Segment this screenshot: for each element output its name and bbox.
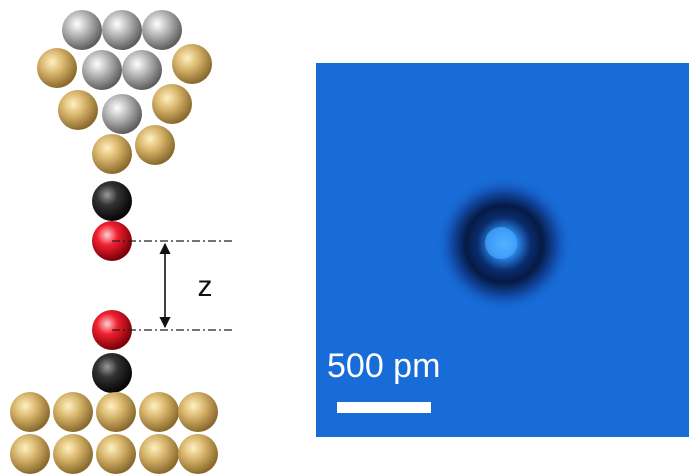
gold-atom — [139, 392, 179, 432]
distance-indicator: z — [112, 240, 232, 331]
gold-atom — [139, 434, 179, 474]
gold-atom — [92, 134, 132, 174]
gold-atom — [53, 434, 93, 474]
gray-atom — [102, 10, 142, 50]
gray-atom — [102, 94, 142, 134]
gold-atom — [96, 434, 136, 474]
distance-label: z — [198, 270, 213, 303]
black-atom — [92, 353, 132, 393]
surface-layer — [10, 392, 218, 474]
sample-molecule — [92, 310, 132, 393]
afm-center-bright — [485, 227, 517, 259]
gold-atom — [178, 434, 218, 474]
tip-cluster — [37, 10, 212, 261]
scale-bar-label: 500 pm — [327, 347, 440, 385]
black-atom — [92, 181, 132, 221]
gold-atom — [96, 392, 136, 432]
gold-atom — [10, 434, 50, 474]
gold-atom — [58, 90, 98, 130]
gold-atom — [152, 84, 192, 124]
gray-atom — [142, 10, 182, 50]
afm-image: 500 pm — [316, 63, 689, 437]
gold-atom — [53, 392, 93, 432]
gold-atom — [10, 392, 50, 432]
gold-atom — [172, 44, 212, 84]
gold-atom — [135, 125, 175, 165]
gray-atom — [82, 50, 122, 90]
gray-atom — [122, 50, 162, 90]
gold-atom — [178, 392, 218, 432]
gray-atom — [62, 10, 102, 50]
gold-atom — [37, 48, 77, 88]
scale-bar — [337, 402, 431, 413]
